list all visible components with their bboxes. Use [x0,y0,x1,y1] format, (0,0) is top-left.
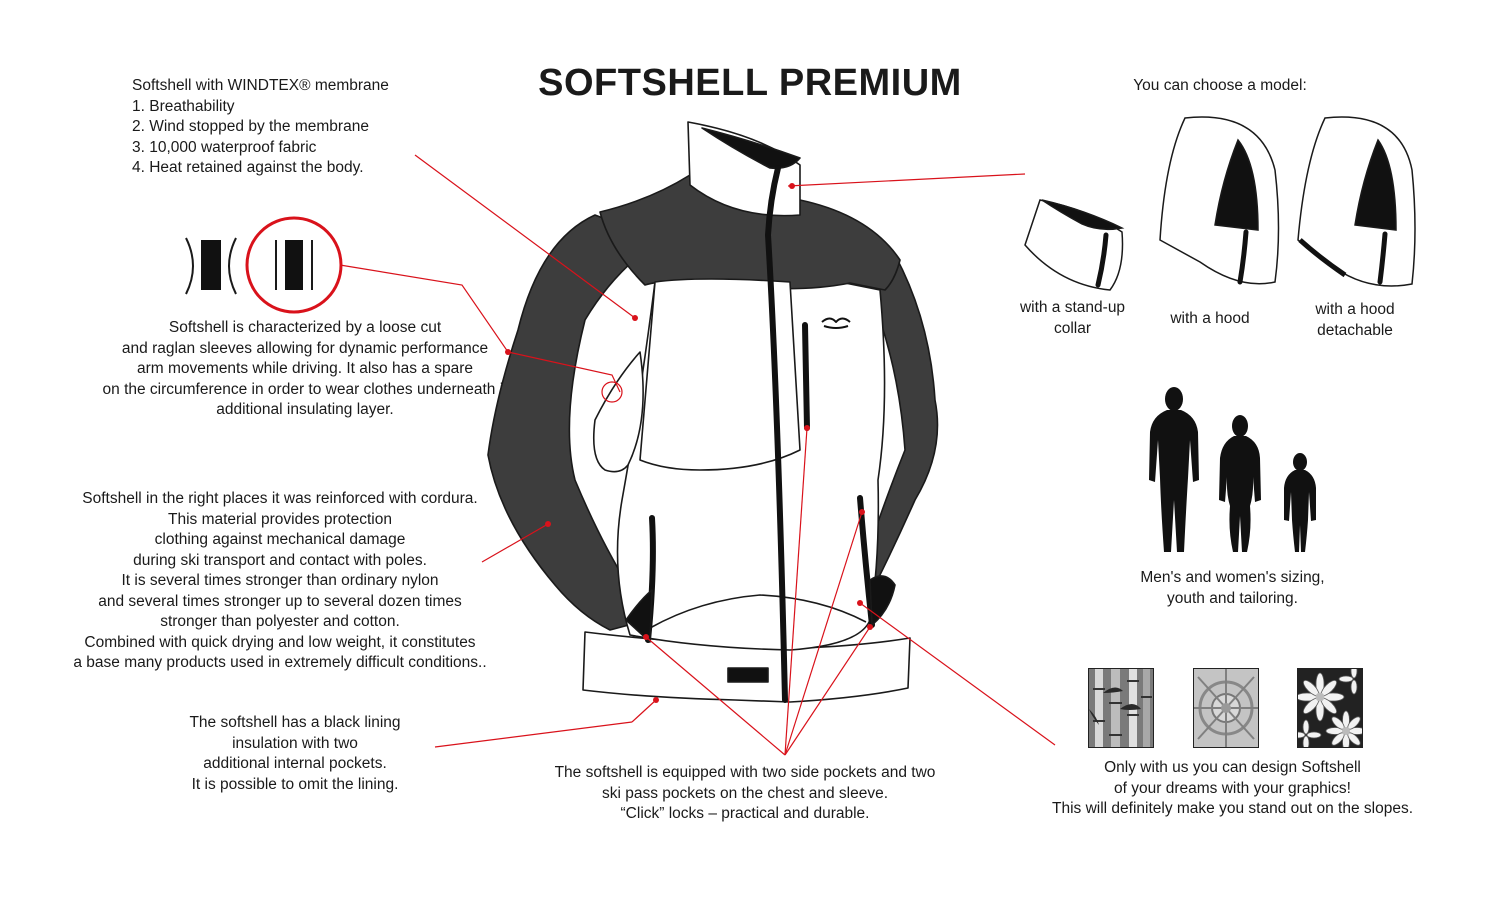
cut-line: on the circumference in order to wear cl… [102,380,508,398]
detachable-hood-icon [1297,116,1416,287]
cordura-description: Softshell in the right places it was rei… [20,489,540,674]
lining-description: The softshell has a black lining insulat… [150,713,440,795]
cordura-line: This material provides protection [168,510,392,528]
model-label-line: with a hood [1170,310,1250,327]
jacket [487,121,939,703]
man-silhouette-icon [1149,387,1199,552]
model-label-detachable-hood: with a hood detachable [1290,300,1420,341]
membrane-circle-icon [245,216,343,314]
cut-line: arm movements while driving. It also has… [137,360,473,377]
hem-label [727,667,769,683]
ornament-pattern-swatch[interactable] [1193,668,1259,748]
cordura-line: a base many products used in extremely d… [73,654,487,671]
fabric-layer-icon [185,237,237,295]
woman-silhouette-icon [1219,415,1261,552]
cordura-line: It is several times stronger than ordina… [121,572,439,589]
daisy-pattern-swatch[interactable] [1297,668,1363,748]
model-label-hood: with a hood [1150,309,1270,330]
model-label-line: collar [1053,319,1092,337]
sizing-silhouettes [1149,387,1316,552]
cut-line: additional insulating layer. [216,401,394,418]
sizing-line: youth and tailoring. [1167,589,1298,607]
pockets-line: The softshell is equipped with two side … [554,764,936,781]
pockets-line: ski pass pockets on the chest and sleeve… [601,784,889,802]
cordura-line: Softshell in the right places it was rei… [82,490,478,507]
membrane-description: Softshell with WINDTEX® membrane 1. Brea… [132,76,389,179]
lining-line: additional internal pockets. [203,755,387,772]
cordura-line: during ski transport and contact with po… [133,551,427,569]
pockets-line: “Click” locks – practical and durable. [620,805,870,822]
model-label-line: with a hood [1315,301,1395,318]
sizing-description: Men's and women's sizing, youth and tail… [1100,568,1365,609]
cut-description: Softshell is characterized by a loose cu… [40,318,570,421]
bamboo-pattern-swatch[interactable] [1088,668,1154,748]
hood-icon [1159,116,1280,285]
cordura-line: clothing against mechanical damage [154,531,406,548]
sizing-line: Men's and women's sizing, [1140,569,1325,586]
daisy-pattern-icon [1298,669,1362,747]
membrane-line: 3. 10,000 waterproof fabric [132,138,317,156]
membrane-line: Softshell with WINDTEX® membrane [132,77,389,94]
models-heading: You can choose a model: [1133,77,1307,94]
graphics-line: of your dreams with your graphics! [1114,779,1351,797]
membrane-line: 4. Heat retained against the body. [132,159,364,176]
cordura-line: stronger than polyester and cotton. [160,613,400,630]
chest-pocket-zipper [802,322,810,431]
callout-dots [505,183,873,703]
right-sleeve [799,204,939,586]
lining-line: It is possible to omit the lining. [191,775,399,793]
youth-silhouette-icon [1284,453,1316,552]
main-zipper [765,165,788,703]
model-label-collar: with a stand-up collar [1000,298,1145,339]
callout-lines [339,154,1056,756]
model-label-line: with a stand-up [1019,299,1126,316]
left-sleeve [487,214,661,631]
cut-line: Softshell is characterized by a loose cu… [168,319,442,336]
page-title: SOFTSHELL PREMIUM [538,62,962,104]
model-label-line: detachable [1317,321,1393,339]
ornament-pattern-icon [1194,669,1258,747]
logo-icon [821,317,851,329]
graphics-line: This will definitely make you stand out … [1052,800,1413,817]
pockets-description: The softshell is equipped with two side … [510,763,980,825]
membrane-line: 2. Wind stopped by the membrane [132,118,369,135]
graphics-description: Only with us you can design Softshell of… [1020,758,1445,820]
graphics-line: Only with us you can design Softshell [1104,759,1361,776]
cut-line: and raglan sleeves allowing for dynamic … [121,339,489,357]
stand-up-collar-icon [1024,199,1125,291]
bamboo-pattern-icon [1089,669,1153,747]
cordura-line: Combined with quick drying and low weigh… [84,633,476,651]
membrane-line: 1. Breathability [132,97,235,115]
cordura-line: and several times stronger up to several… [98,592,462,610]
lining-line: The softshell has a black lining [189,714,401,731]
lining-line: insulation with two [232,734,358,752]
